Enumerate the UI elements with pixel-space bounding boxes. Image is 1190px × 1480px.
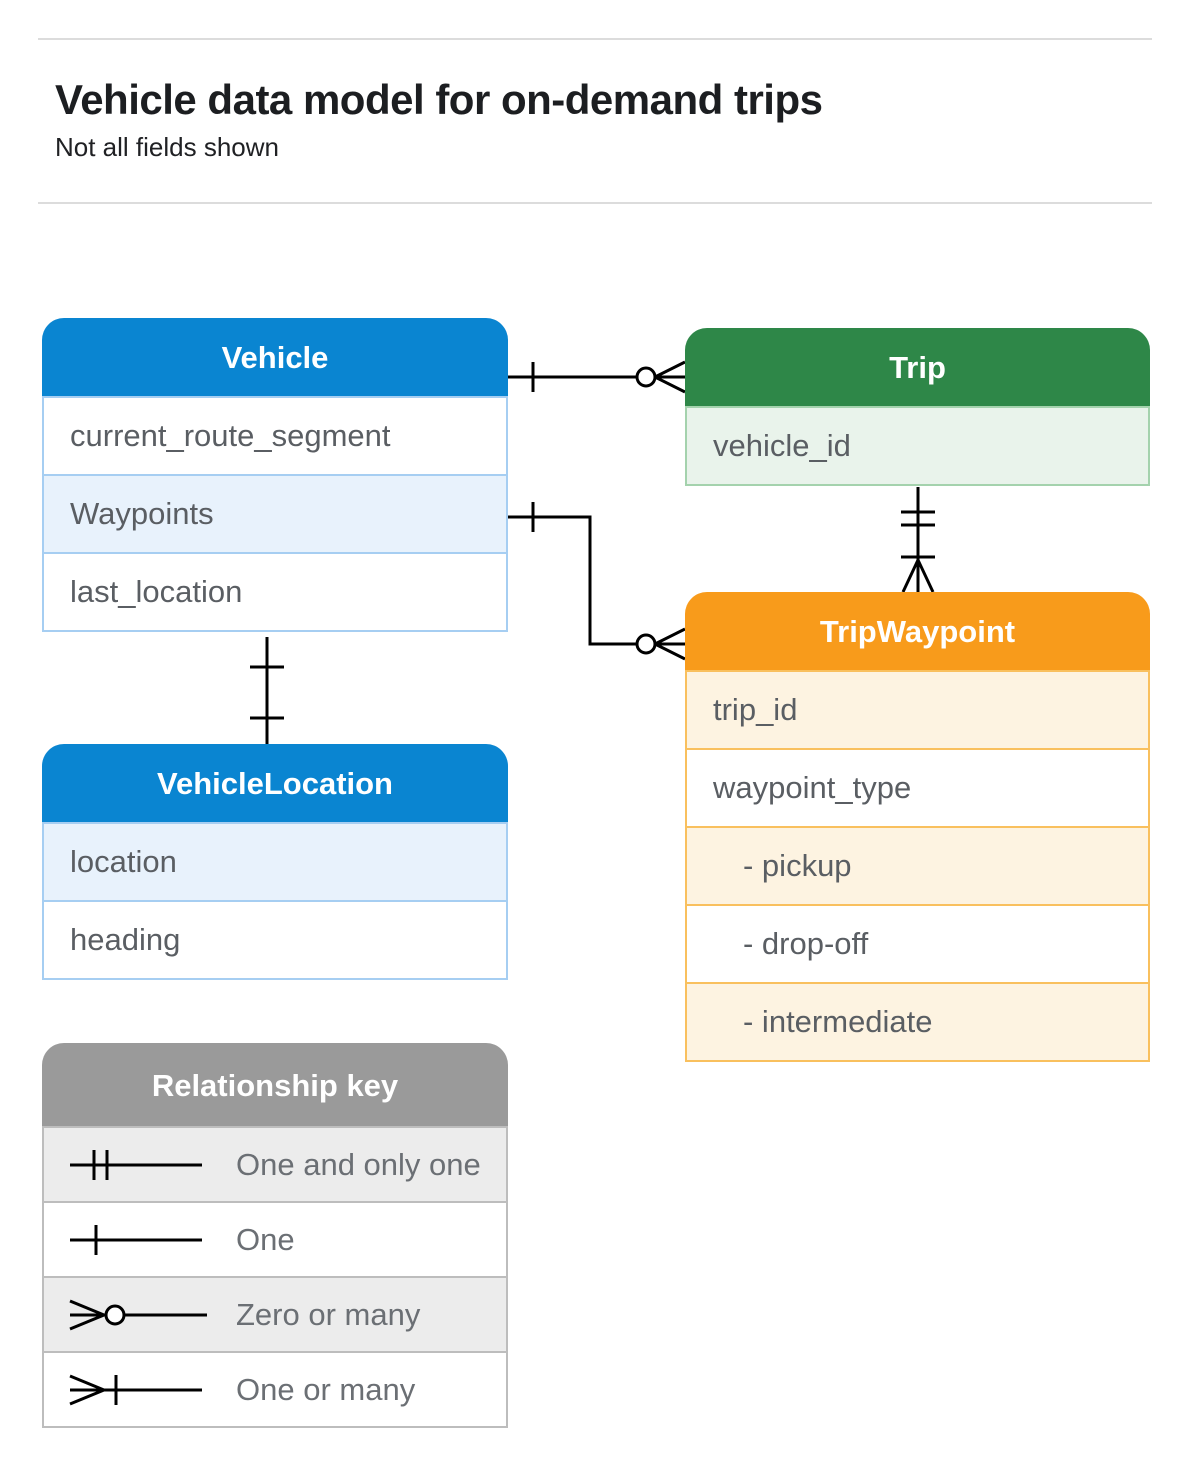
connector-vehicle-vehiclelocation	[250, 637, 284, 744]
table-tripwaypoint-header: TripWaypoint	[685, 592, 1150, 672]
field-row-drop-off: - drop-off	[685, 904, 1150, 984]
connector-trip-tripwaypoint	[901, 487, 935, 593]
table-vehicle-header: Vehicle	[42, 318, 508, 398]
table-tripwaypoint-title: TripWaypoint	[819, 614, 1016, 649]
field-label: Waypoints	[70, 496, 214, 531]
divider-top	[38, 38, 1152, 40]
table-vehicle-title: Vehicle	[221, 340, 329, 375]
divider-header	[38, 202, 1152, 204]
table-vehiclelocation-title: VehicleLocation	[156, 766, 393, 801]
connector-waypoints-tripwaypoint	[508, 502, 686, 661]
field-row-heading: heading	[42, 900, 508, 980]
one-icon	[70, 1224, 202, 1255]
legend-row-zero-or-many: Zero or many	[42, 1276, 508, 1353]
relationship-key-header: Relationship key	[42, 1043, 508, 1128]
table-vehiclelocation-header: VehicleLocation	[42, 744, 508, 824]
field-row-intermediate: - intermediate	[685, 982, 1150, 1062]
field-label: - drop-off	[743, 926, 869, 961]
field-row-location: location	[42, 822, 508, 902]
legend-row-one-and-only-one: One and only one	[42, 1126, 508, 1203]
field-row-last-location: last_location	[42, 552, 508, 632]
field-label: heading	[70, 922, 181, 957]
connector-vehicle-trip	[508, 360, 686, 394]
field-row-waypoints: Waypoints	[42, 474, 508, 554]
field-row-vehicle-id: vehicle_id	[685, 406, 1150, 486]
legend-label: One	[236, 1221, 295, 1257]
field-row-trip-id: trip_id	[685, 670, 1150, 750]
legend-label: Zero or many	[236, 1296, 421, 1332]
table-trip-header: Trip	[685, 328, 1150, 408]
legend-row-one: One	[42, 1201, 508, 1278]
field-label: trip_id	[713, 692, 798, 727]
zero-or-many-icon	[69, 1299, 207, 1330]
page-subtitle: Not all fields shown	[55, 132, 279, 162]
field-row-current-route-segment: current_route_segment	[42, 396, 508, 476]
field-row-pickup: - pickup	[685, 826, 1150, 906]
field-label: current_route_segment	[70, 418, 391, 453]
field-label: - intermediate	[743, 1004, 933, 1039]
field-label: last_location	[70, 574, 243, 609]
field-label: vehicle_id	[713, 428, 851, 463]
relationship-key: Relationship key One and only one One	[42, 1043, 508, 1428]
field-label: - pickup	[743, 848, 852, 883]
table-vehiclelocation: VehicleLocation location heading	[42, 744, 508, 980]
table-vehicle: Vehicle current_route_segment Waypoints …	[42, 318, 508, 632]
legend-label: One or many	[236, 1371, 416, 1407]
legend-row-one-or-many: One or many	[42, 1351, 508, 1428]
table-tripwaypoint: TripWaypoint trip_id waypoint_type - pic…	[685, 592, 1150, 1062]
legend-label: One and only one	[236, 1146, 481, 1182]
table-trip: Trip vehicle_id	[685, 328, 1150, 486]
one-or-many-icon	[69, 1374, 202, 1405]
field-label: waypoint_type	[713, 770, 912, 805]
relationship-key-title: Relationship key	[151, 1067, 399, 1103]
page-title: Vehicle data model for on-demand trips	[55, 76, 823, 123]
table-trip-title: Trip	[889, 350, 946, 385]
field-row-waypoint-type: waypoint_type	[685, 748, 1150, 828]
one-and-only-one-icon	[70, 1149, 202, 1180]
field-label: location	[70, 844, 177, 879]
